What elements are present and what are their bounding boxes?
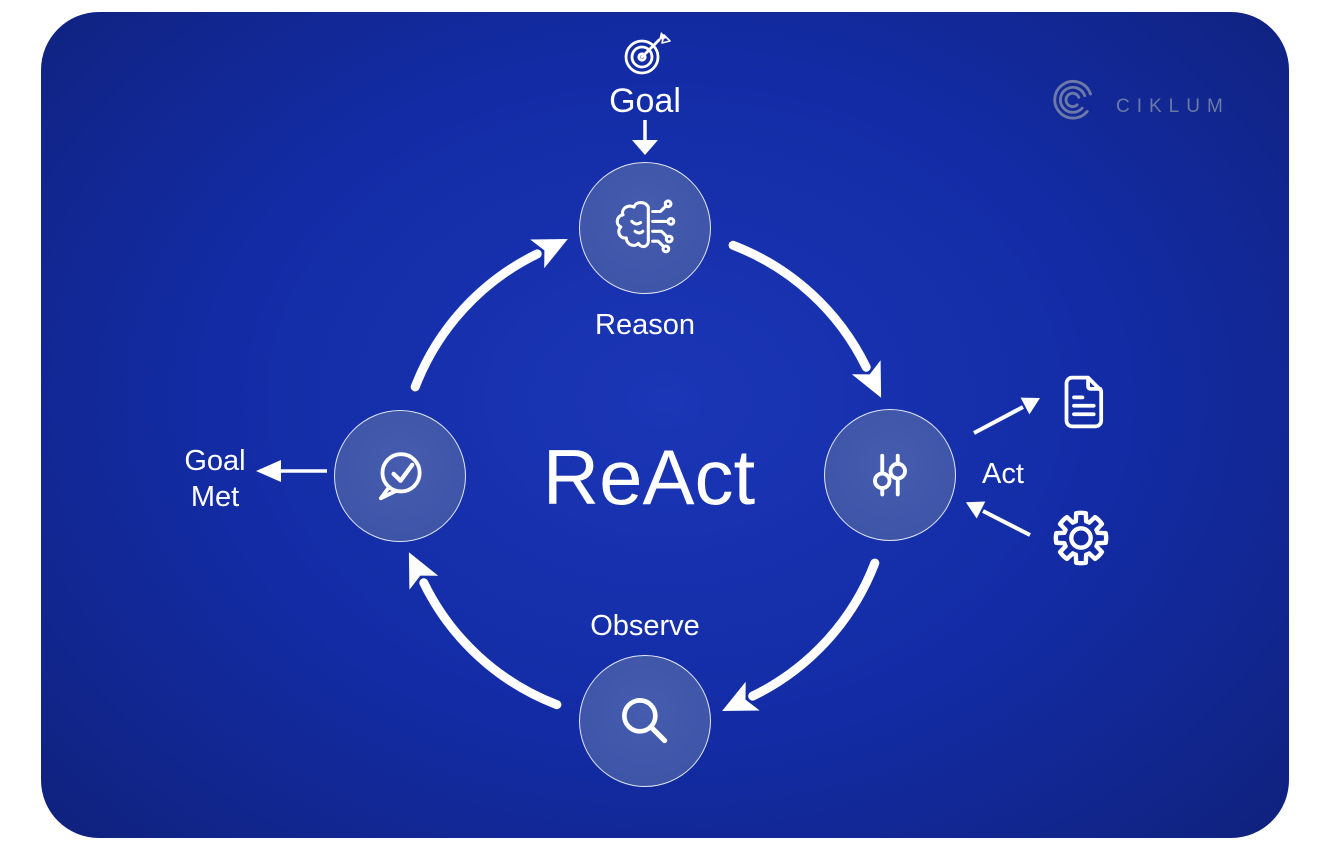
arrowhead-to-check <box>408 552 439 590</box>
node-observe <box>579 655 711 787</box>
brand-name: CIKLUM <box>1116 96 1230 117</box>
arrow-reason-to-act <box>728 240 871 372</box>
arrow-goal-to-reason <box>632 120 658 155</box>
target-icon <box>624 32 671 75</box>
goal-met-line1: Goal <box>184 445 246 477</box>
brand-logo: CIKLUM <box>1048 73 1230 125</box>
arrowhead-to-observe <box>722 681 760 711</box>
arrow-act-to-observe <box>748 558 880 701</box>
reason-label: Reason <box>595 309 695 341</box>
observe-label: Observe <box>590 610 700 642</box>
node-goal-check <box>334 410 466 542</box>
goal-met-line2: Met <box>190 481 240 513</box>
document-icon <box>1064 375 1104 429</box>
sliders-icon <box>873 453 907 497</box>
gear-icon <box>1053 510 1109 566</box>
arrow-gear-to-act <box>965 501 1031 537</box>
arrowhead-to-act <box>851 360 882 398</box>
node-act <box>824 409 956 541</box>
arrow-act-to-document <box>973 397 1040 435</box>
diagram-title: ReAct <box>542 433 756 521</box>
magnifier-icon <box>622 698 668 744</box>
arrow-observe-to-check <box>419 578 562 710</box>
act-label: Act <box>982 458 1024 490</box>
arrowhead-to-reason <box>530 239 568 269</box>
chat-check-icon <box>378 452 422 501</box>
goal-met-label: Goal Met <box>145 443 285 515</box>
ciklum-arcs-icon <box>1053 80 1092 120</box>
node-reason <box>579 162 711 294</box>
goal-label: Goal <box>609 82 681 120</box>
brain-circuit-icon <box>615 199 676 254</box>
arrow-check-to-reason <box>410 249 542 392</box>
diagram-canvas: Goal Reason <box>41 12 1289 838</box>
